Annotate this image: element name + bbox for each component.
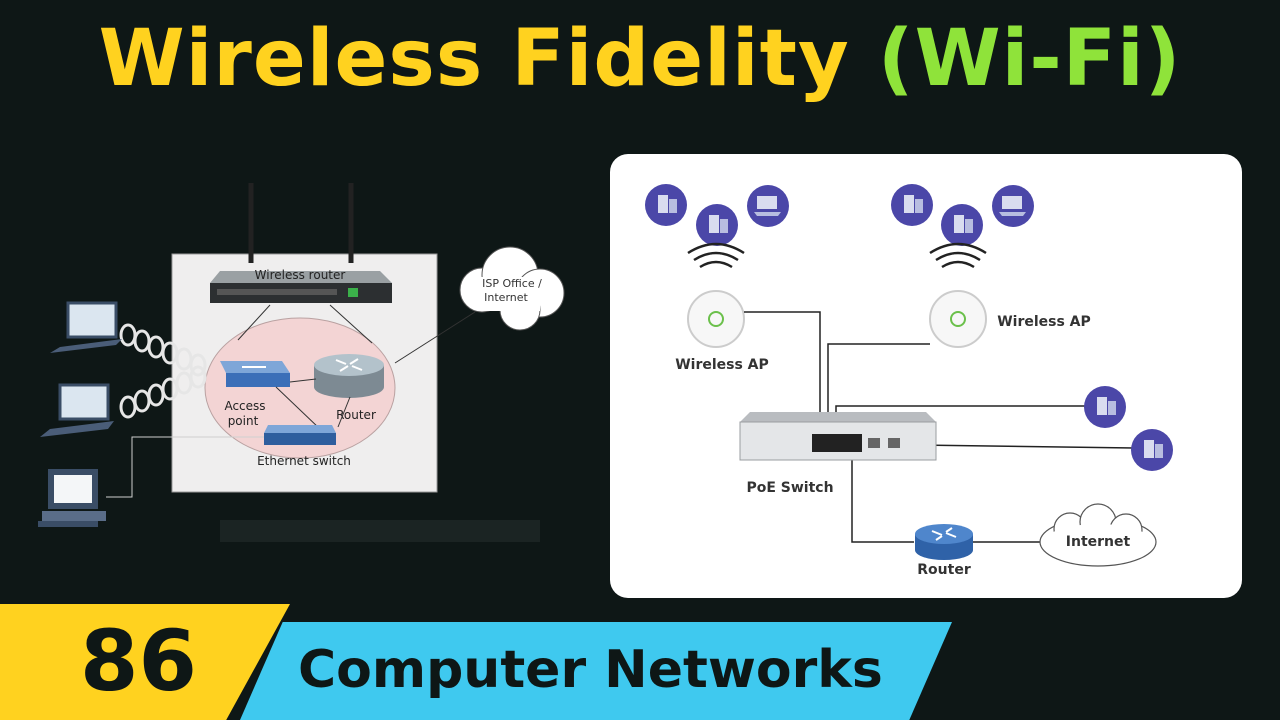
wireless-signal-1 <box>119 323 207 377</box>
link-router-cloud <box>394 311 476 364</box>
title-main: Wireless Fidelity <box>98 14 850 104</box>
client-device-icon <box>1084 386 1126 428</box>
ethernet-switch-icon <box>264 425 336 445</box>
poe-switch-label: PoE Switch <box>746 480 833 496</box>
router-label: Router <box>917 562 971 578</box>
client-laptop-icon <box>747 185 789 227</box>
router-icon <box>915 524 973 560</box>
wireless-signal-2 <box>119 365 207 419</box>
isp-cloud-icon <box>459 246 565 331</box>
video-title: Wireless Fidelity (Wi-Fi) <box>0 14 1280 104</box>
client-device-icon <box>1131 429 1173 471</box>
access-point-label-line1: Access <box>224 399 265 413</box>
cloud-label-line1: ISP Office / <box>482 277 542 290</box>
desktop-computer-icon <box>38 469 106 527</box>
episode-number: 86 <box>80 612 197 710</box>
link-router-switch <box>337 396 351 428</box>
client-device-icon <box>891 184 933 226</box>
poe-switch-icon <box>739 412 937 461</box>
course-banner <box>240 622 952 720</box>
link-desktop-switch <box>106 436 264 498</box>
wireless-ap-left-label: Wireless AP <box>675 357 769 373</box>
poe-network-panel: Wireless AP Wireless AP PoE Switch <box>610 154 1242 598</box>
client-device-icon <box>696 204 738 246</box>
laptop-icon-2 <box>40 383 114 437</box>
poe-network-diagram: Wireless AP Wireless AP PoE Switch <box>645 184 1173 578</box>
home-network-diagram: Wireless router ISP Office / Internet Ac… <box>38 183 565 542</box>
client-laptop-icon <box>992 185 1034 227</box>
client-device-icon <box>645 184 687 226</box>
title-abbreviation: (Wi-Fi) <box>877 14 1182 104</box>
access-point-icon <box>220 361 290 387</box>
panel-shadow <box>220 520 540 542</box>
course-title: Computer Networks <box>298 640 883 700</box>
router-icon <box>314 354 384 398</box>
internet-label: Internet <box>1066 534 1131 550</box>
wifi-signal-icon <box>687 242 745 269</box>
laptop-icon <box>50 301 122 353</box>
wifi-signal-icon <box>929 242 987 269</box>
ethernet-switch-label: Ethernet switch <box>257 454 351 468</box>
wireless-router-label: Wireless router <box>255 268 346 282</box>
link-ap-router <box>289 378 317 383</box>
internet-cloud-icon <box>1039 503 1157 567</box>
router-label: Router <box>336 408 376 422</box>
cloud-label-line2: Internet <box>484 291 528 304</box>
wireless-router-icon <box>210 271 392 303</box>
access-point-label-line2: point <box>228 414 259 428</box>
link-router-ap <box>237 304 271 341</box>
lan-zone <box>204 317 396 459</box>
link-router-router <box>329 304 373 344</box>
wireless-ap-right-label: Wireless AP <box>997 314 1091 330</box>
wireless-ap-icon <box>929 290 987 348</box>
wireless-ap-icon <box>687 290 745 348</box>
link-ap-switch <box>275 386 321 430</box>
client-device-icon <box>941 204 983 246</box>
